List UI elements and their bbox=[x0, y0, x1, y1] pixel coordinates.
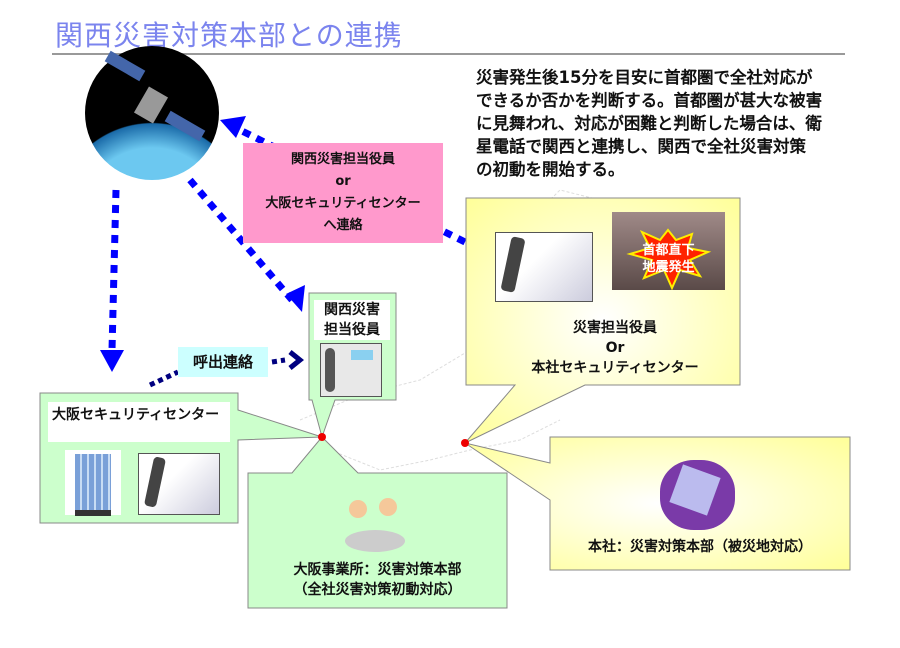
kansai-officer-line: 関西災害 bbox=[324, 302, 380, 318]
quake-label: 首都直下 bbox=[642, 243, 695, 258]
tokyo-location-dot bbox=[461, 439, 469, 447]
hq-label: 本社：災害対策本部（被災地対応） bbox=[588, 539, 812, 555]
osaka-office-callout-shape bbox=[247, 436, 508, 609]
description-line: に見舞われ、対応が困難と判断した場合は、衛 bbox=[476, 114, 822, 133]
description-line: できるか否かを判断する。首都圏が甚大な被害 bbox=[476, 91, 823, 110]
call-arrowhead-icon bbox=[288, 350, 305, 370]
osaka-office-line: 大阪事業所：災害対策本部 bbox=[293, 562, 462, 578]
desk-phone-image bbox=[320, 343, 382, 397]
osaka-security-label: 大阪セキュリティセンター bbox=[48, 402, 230, 442]
meeting-image bbox=[335, 495, 415, 555]
pink-box-line: 関西災害担当役員 bbox=[290, 152, 395, 167]
kansai-officer-line: 担当役員 bbox=[324, 322, 380, 338]
arrow-satellite-to-osaka-security bbox=[108, 189, 120, 351]
pink-box-line: へ連絡 bbox=[323, 218, 363, 233]
call-arrow-line bbox=[148, 369, 180, 388]
slide-title: 関西災害対策本部との連携 bbox=[55, 19, 403, 52]
tokyo-callout-line: 災害担当役員 bbox=[573, 320, 657, 336]
building-image bbox=[65, 450, 121, 516]
quake-label: 地震発生 bbox=[642, 260, 695, 275]
description-line: 災害発生後15分を目安に首都圏で全社対応が bbox=[476, 68, 813, 87]
earthquake-image: 首都直下 地震発生 bbox=[612, 212, 725, 290]
satellite-phone-image bbox=[495, 232, 593, 302]
tokyo-callout-text: 災害担当役員 Or 本社セキュリティセンター bbox=[520, 318, 710, 378]
tokyo-callout-line: 本社セキュリティセンター bbox=[531, 360, 699, 376]
kansai-officer-label: 関西災害 担当役員 bbox=[314, 300, 390, 340]
title-divider bbox=[52, 53, 845, 55]
pink-box-line: 大阪セキュリティセンター bbox=[265, 196, 421, 211]
arrow-satellite-to-kansai-officer bbox=[187, 177, 295, 303]
description-line: 星電話で関西と連携し、関西で全社災害対策 bbox=[476, 137, 806, 156]
satellite-phone-image bbox=[138, 453, 220, 515]
description-line: の初動を開始する。 bbox=[476, 160, 625, 179]
hq-meeting-image bbox=[655, 450, 740, 532]
call-label: 呼出連絡 bbox=[178, 347, 268, 377]
satellite-image bbox=[85, 46, 219, 180]
osaka-location-dot bbox=[318, 433, 326, 441]
arrowhead-icon bbox=[220, 116, 246, 138]
hq-callout-shape bbox=[464, 436, 851, 571]
description-text: 災害発生後15分を目安に首都圏で全社対応が できるか否かを判断する。首都圏が甚大… bbox=[476, 66, 856, 181]
contact-instruction-box: 関西災害担当役員 or 大阪セキュリティセンター へ連絡 bbox=[243, 143, 443, 243]
osaka-office-text: 大阪事業所：災害対策本部 （全社災害対策初動対応） bbox=[250, 560, 505, 600]
tokyo-callout-line: Or bbox=[605, 340, 625, 356]
arrowhead-icon bbox=[286, 285, 305, 312]
osaka-office-line: （全社災害対策初動対応） bbox=[293, 582, 462, 598]
arrowhead-down-icon bbox=[100, 350, 124, 372]
pink-box-line: or bbox=[335, 174, 351, 189]
